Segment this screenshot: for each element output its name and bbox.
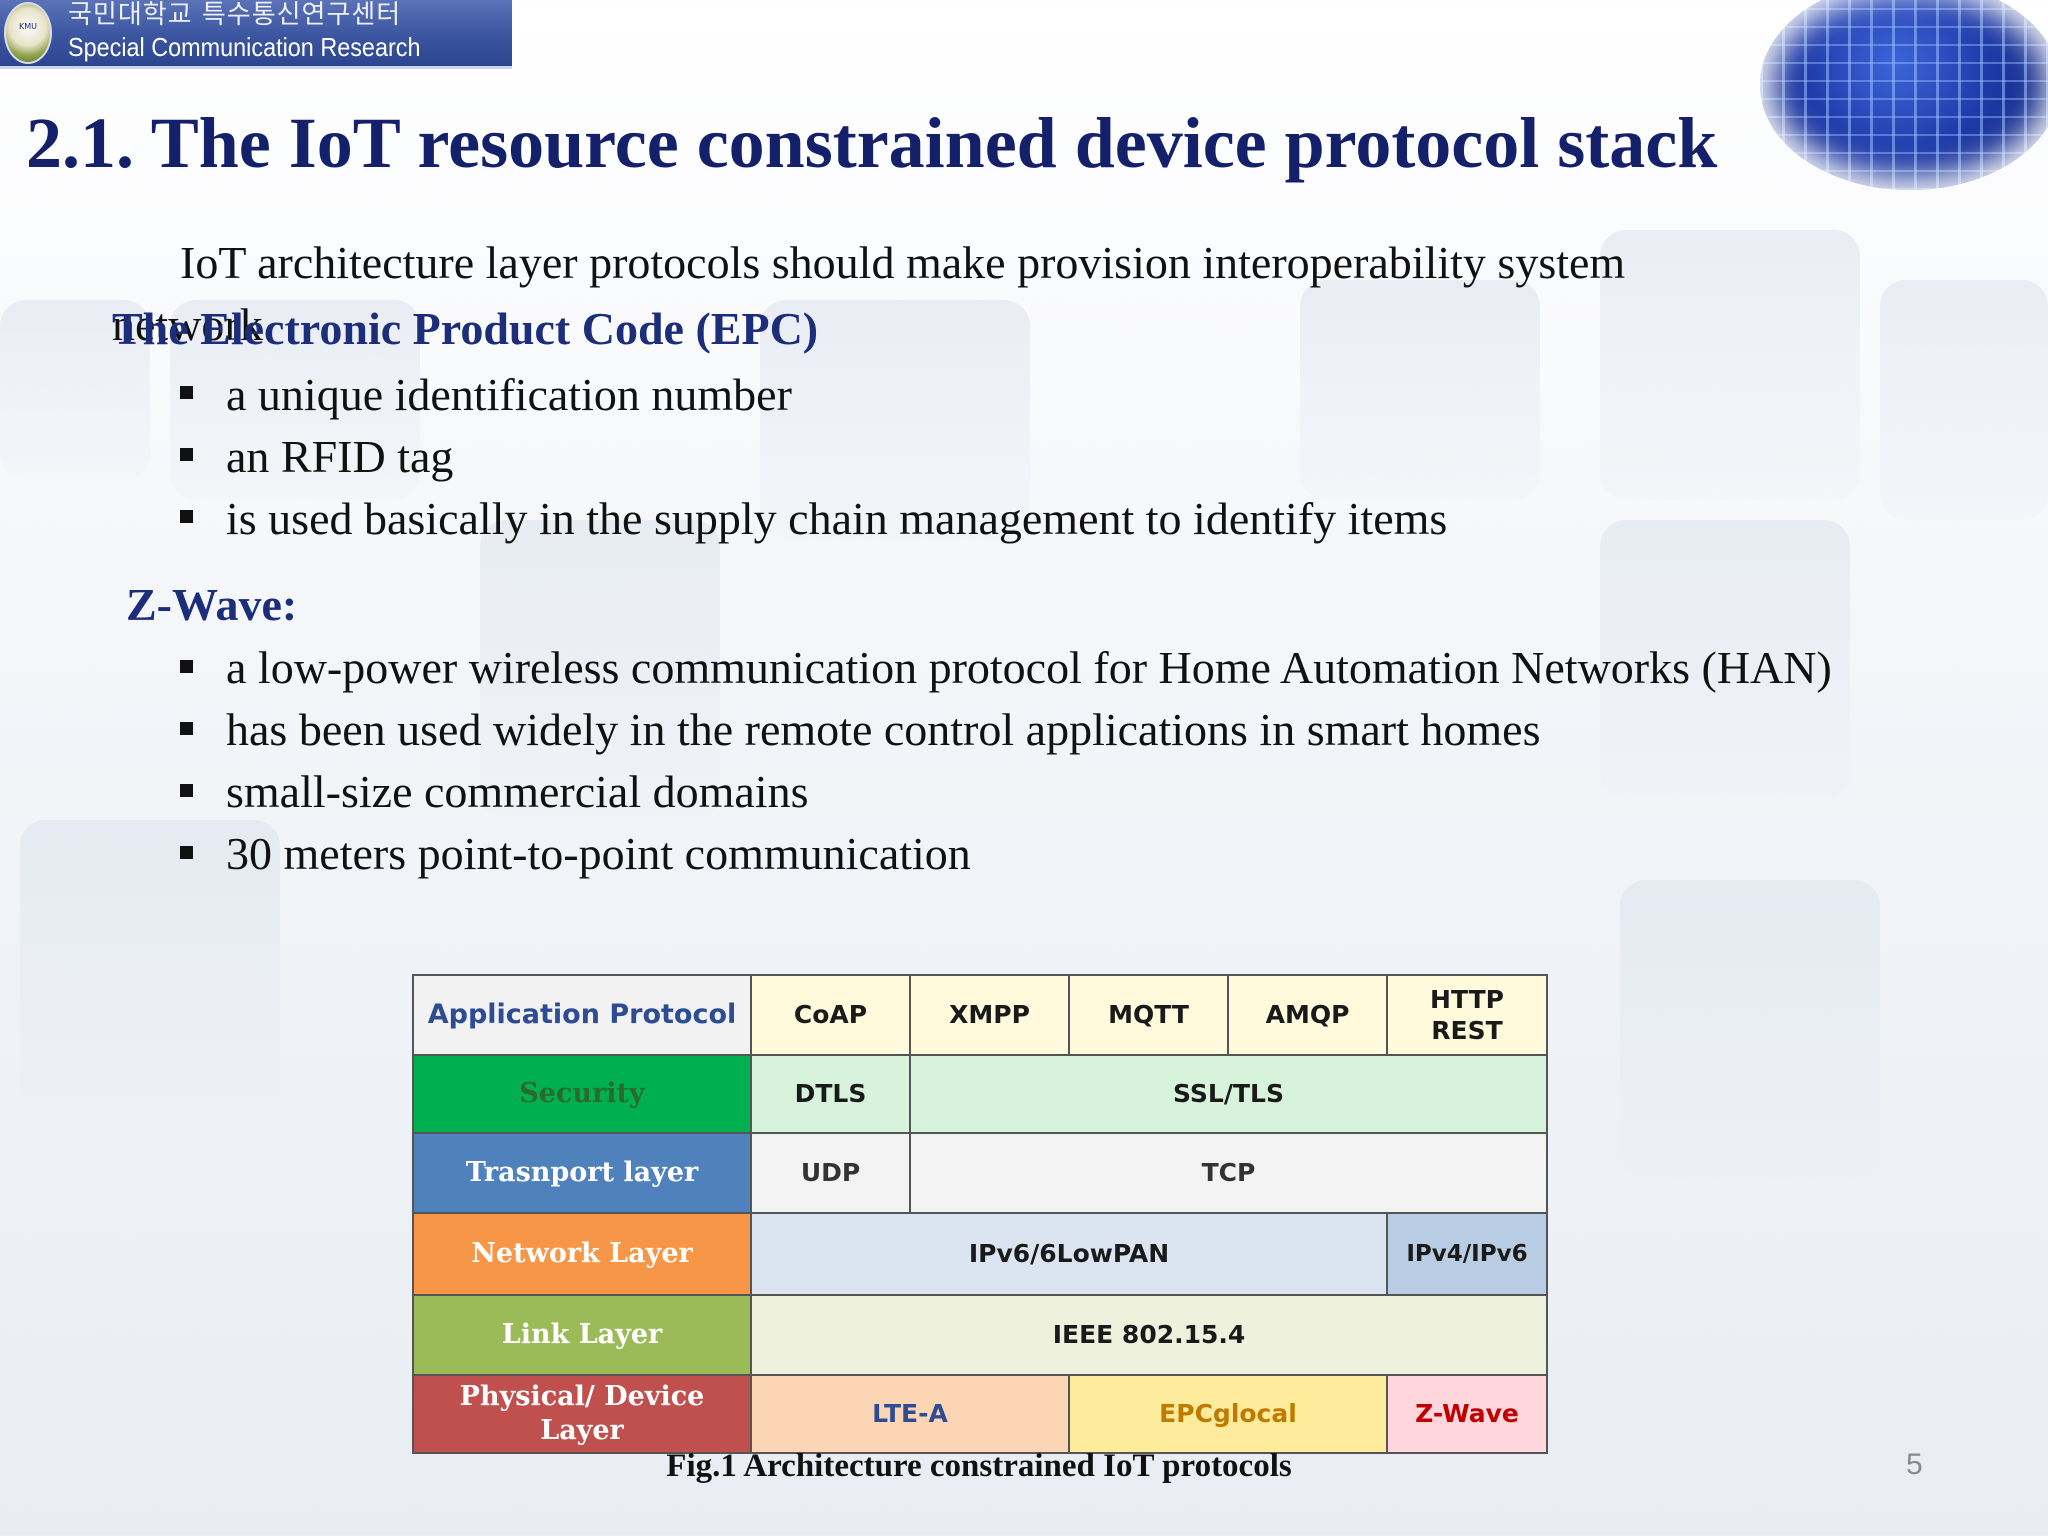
background-tile bbox=[170, 300, 420, 500]
protocol-xmpp: XMPP bbox=[909, 974, 1070, 1056]
logo-korean-text: 국민대학교 특수통신연구센터 bbox=[68, 0, 402, 30]
protocol-mqtt: MQTT bbox=[1068, 974, 1229, 1056]
list-item: small-size commercial domains bbox=[180, 762, 1926, 822]
background-tile bbox=[1600, 520, 1850, 800]
page-number: 5 bbox=[1906, 1448, 1923, 1481]
university-emblem-icon: KMU bbox=[4, 2, 52, 64]
background-tile bbox=[1600, 230, 1860, 500]
list-item: a unique identification number bbox=[180, 364, 1447, 426]
layer-application: Application Protocol bbox=[412, 974, 752, 1056]
list-item: has been used widely in the remote contr… bbox=[180, 700, 1926, 760]
protocol-ssl-tls: SSL/TLS bbox=[909, 1054, 1548, 1134]
slide-title: 2.1. The IoT resource constrained device… bbox=[26, 103, 1718, 183]
protocol-ipv6-6lowpan: IPv6/6LowPAN bbox=[750, 1212, 1388, 1296]
protocol-amqp: AMQP bbox=[1227, 974, 1388, 1056]
protocol-stack-table: Application Protocol CoAP XMPP MQTT AMQP… bbox=[412, 974, 1548, 1454]
zwave-bullet-list: a low-power wireless communication proto… bbox=[180, 638, 1926, 886]
list-item: is used basically in the supply chain ma… bbox=[180, 488, 1447, 550]
background-tile bbox=[1620, 880, 1880, 1180]
background-tile bbox=[1880, 280, 2048, 520]
figure-caption: Fig.1 Architecture constrained IoT proto… bbox=[666, 1448, 1292, 1484]
background-tile bbox=[1300, 280, 1540, 500]
zwave-heading: Z-Wave: bbox=[126, 579, 298, 630]
layer-link: Link Layer bbox=[412, 1294, 752, 1376]
protocol-z-wave: Z-Wave bbox=[1386, 1374, 1548, 1454]
logo-english-text: Special Communication Research Center bbox=[68, 32, 421, 93]
protocol-ieee-802-15-4: IEEE 802.15.4 bbox=[750, 1294, 1548, 1376]
epc-heading: The Electronic Product Code (EPC) bbox=[112, 303, 819, 354]
table-row: Security DTLS SSL/TLS bbox=[412, 1054, 1548, 1134]
table-row: Link Layer IEEE 802.15.4 bbox=[412, 1294, 1548, 1376]
intro-text: IoT architecture layer protocols should … bbox=[180, 237, 1626, 288]
layer-network: Network Layer bbox=[412, 1212, 752, 1296]
table-row: Application Protocol CoAP XMPP MQTT AMQP… bbox=[412, 974, 1548, 1056]
epc-bullet-list: a unique identification number an RFID t… bbox=[180, 364, 1447, 550]
intro-text-wrap: network bbox=[112, 299, 263, 350]
protocol-udp: UDP bbox=[750, 1132, 911, 1214]
background-tile bbox=[480, 520, 720, 820]
protocol-epcglocal: EPCglocal bbox=[1068, 1374, 1388, 1454]
table-row: Network Layer IPv6/6LowPAN IPv4/IPv6 bbox=[412, 1212, 1548, 1296]
protocol-tcp: TCP bbox=[909, 1132, 1548, 1214]
protocol-http-rest: HTTP REST bbox=[1386, 974, 1548, 1056]
globe-decoration-icon bbox=[1760, 0, 2048, 190]
layer-physical: Physical/ Device Layer bbox=[412, 1374, 752, 1454]
layer-security: Security bbox=[412, 1054, 752, 1134]
emblem-label: KMU bbox=[18, 22, 37, 31]
protocol-lte-a: LTE-A bbox=[750, 1374, 1070, 1454]
background-tile bbox=[760, 300, 1030, 540]
center-logo-bar: KMU 국민대학교 특수통신연구센터 Special Communication… bbox=[0, 0, 512, 93]
list-item: 30 meters point-to-point communication bbox=[180, 824, 1926, 884]
list-item: an RFID tag bbox=[180, 426, 1447, 488]
table-row: Physical/ Device Layer LTE-A EPCglocal Z… bbox=[412, 1374, 1548, 1454]
layer-transport: Trasnport layer bbox=[412, 1132, 752, 1214]
protocol-coap: CoAP bbox=[750, 974, 911, 1056]
protocol-dtls: DTLS bbox=[750, 1054, 911, 1134]
protocol-ipv4-ipv6: IPv4/IPv6 bbox=[1386, 1212, 1548, 1296]
background-tile bbox=[20, 820, 280, 1120]
list-item: a low-power wireless communication proto… bbox=[180, 638, 1926, 698]
table-row: Trasnport layer UDP TCP bbox=[412, 1132, 1548, 1214]
background-tile bbox=[0, 300, 150, 480]
